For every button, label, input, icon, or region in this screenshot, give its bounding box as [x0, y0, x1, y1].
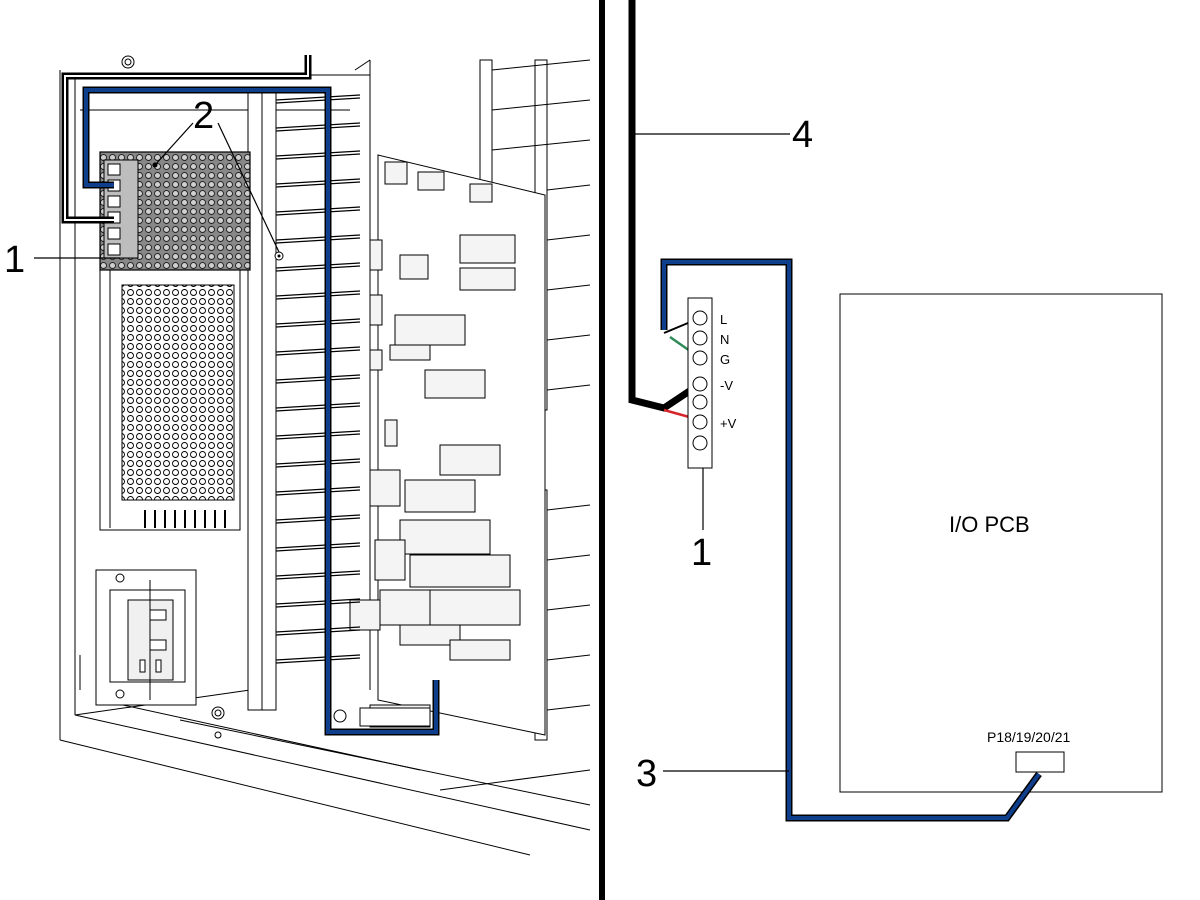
control-pcb — [349, 154, 546, 736]
io-pcb-label: I/O PCB — [949, 512, 1030, 537]
callout-label: 2 — [193, 95, 214, 137]
power-supply-highlight — [99, 151, 284, 271]
callout-3: 3 — [636, 753, 789, 795]
connector-p18 — [1015, 751, 1065, 773]
terminal-blank — [692, 394, 708, 410]
terminal-blank — [692, 435, 708, 451]
card-guide-rail — [247, 89, 361, 711]
callout-1-left: 1 — [4, 239, 120, 281]
wiring-schematic: I/O PCB P18/19/20/21 L N G — [628, 0, 1163, 822]
terminal-n — [692, 330, 708, 346]
callout-4: 4 — [632, 114, 813, 156]
terminal-label: L — [720, 312, 727, 327]
terminal-minus-v — [692, 376, 708, 392]
callout-label: 3 — [636, 753, 657, 795]
terminal-label: +V — [720, 416, 737, 431]
cabinet-outline — [59, 55, 591, 856]
callout-label: 1 — [691, 532, 712, 574]
connector-label: P18/19/20/21 — [987, 729, 1071, 745]
io-pcb — [839, 293, 1163, 793]
callout-1: 1 — [691, 468, 712, 574]
terminal-label: G — [720, 352, 730, 367]
callout-2-left: 2 — [152, 95, 280, 253]
enclosure-view: 1 2 — [4, 55, 591, 856]
terminal-label: -V — [720, 378, 733, 393]
terminal-label: N — [720, 332, 729, 347]
terminal-g — [692, 350, 708, 366]
gfci-outlet — [79, 569, 197, 706]
terminal-l — [692, 310, 708, 326]
ground-wire — [628, 0, 699, 412]
callout-label: 4 — [792, 114, 813, 156]
callout-label: 1 — [4, 239, 25, 281]
terminal-plus-v — [692, 414, 708, 430]
psu-chassis — [99, 267, 241, 531]
terminal-block: L N G -V +V — [687, 297, 737, 469]
cable-clamp — [211, 706, 431, 739]
